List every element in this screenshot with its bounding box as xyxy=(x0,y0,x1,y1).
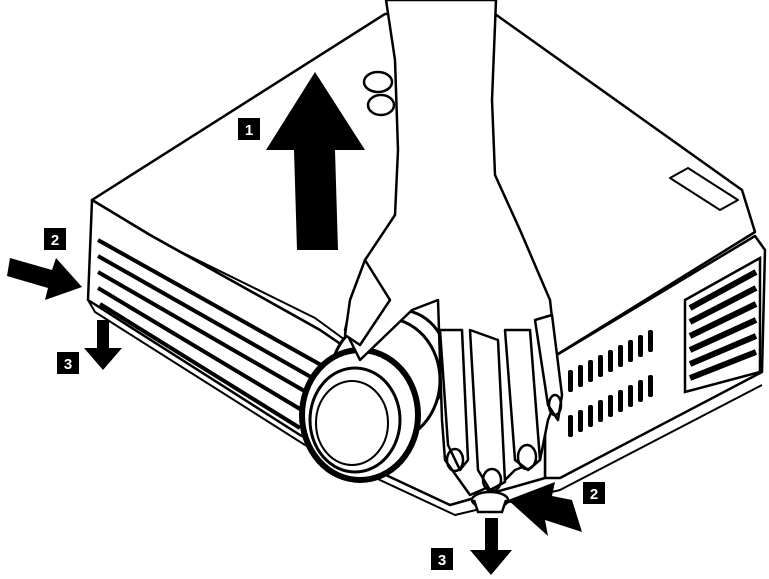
right-vent-slots xyxy=(568,330,653,437)
step-1-number: 1 xyxy=(245,122,253,139)
step-badge-3-left: 3 xyxy=(57,352,79,374)
control-buttons xyxy=(362,70,396,117)
step-badge-2-left: 2 xyxy=(44,228,66,250)
projector-top-recess xyxy=(669,167,739,211)
control-button-bottom xyxy=(366,93,396,117)
hand xyxy=(343,0,564,497)
step-2-right-number: 2 xyxy=(590,486,598,503)
hand-finger-2 xyxy=(468,328,507,492)
elevator-foot xyxy=(470,490,510,514)
step-3-right-down-arrow xyxy=(470,518,512,575)
left-vent-grille xyxy=(96,238,331,430)
lens-assembly xyxy=(299,308,450,483)
step-2-left-number: 2 xyxy=(51,232,59,249)
control-button-top xyxy=(362,70,394,94)
step-1-up-arrow xyxy=(266,72,365,250)
hand-finger-1 xyxy=(438,328,470,472)
step-2-right-inward-arrow xyxy=(508,482,582,536)
right-end-grille xyxy=(683,255,762,394)
step-2-left-inward-arrow xyxy=(7,258,82,300)
step-badge-2-right: 2 xyxy=(583,482,605,504)
projector-bottom-edge xyxy=(87,299,763,516)
lens-glass xyxy=(315,380,389,466)
hand-thumb xyxy=(343,258,392,347)
step-badge-1: 1 xyxy=(238,118,260,140)
step-3-right-number: 3 xyxy=(438,552,446,569)
step-3-left-down-arrow xyxy=(84,320,122,370)
step-3-left-number: 3 xyxy=(64,356,72,373)
hand-wrist xyxy=(343,0,562,497)
step-badge-3-right: 3 xyxy=(431,548,453,570)
